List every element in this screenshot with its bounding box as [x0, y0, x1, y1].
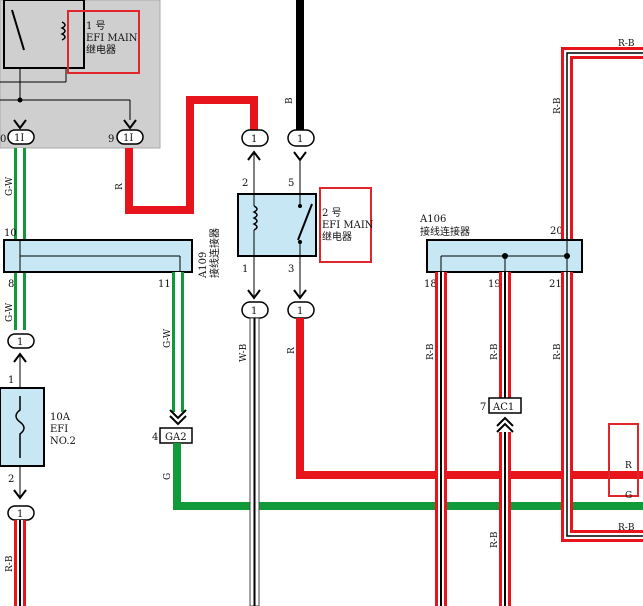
- wire-label-gw-3: G-W: [163, 328, 173, 348]
- wire-label-r-right: R: [625, 461, 632, 471]
- relay-2-body: [237, 193, 317, 257]
- relay-2-switch: [297, 203, 313, 241]
- wire-red-relay2-out: [296, 318, 643, 479]
- connector-relay2-right-bottom-label: 1: [297, 306, 303, 317]
- right-label-highlight-box: [608, 423, 639, 497]
- relay-1-coil-icon: [60, 21, 66, 41]
- wire-label-wb: W-B: [239, 343, 249, 362]
- connector-ga2: GA2: [159, 409, 193, 444]
- connector-a106-bar: [426, 239, 583, 273]
- fuse-body: [0, 387, 45, 467]
- connector-relay2-left-bottom-label: 1: [251, 306, 257, 317]
- connector-a109-bar: [3, 239, 193, 273]
- pin-label-ga2-4: 4: [152, 432, 158, 443]
- wire-rb-left-bottom: [14, 520, 26, 606]
- pin-label-ac1-7: 7: [480, 402, 486, 413]
- connector-a106-name: 接线连接器: [420, 225, 470, 238]
- wire-label-g: G: [163, 473, 173, 480]
- wire-label-rb-2: R-B: [426, 343, 436, 360]
- pin-label-a106-20: 20: [550, 226, 563, 237]
- connector-mid-top-label: 1I: [123, 133, 133, 144]
- connector-mid-top: 1I: [116, 119, 144, 145]
- wire-black-b: [296, 0, 304, 130]
- connector-relay2-left-top: 1: [241, 129, 269, 161]
- connector-ga2-label: GA2: [165, 432, 187, 443]
- pin-label-relay2-5: 5: [288, 178, 294, 189]
- wire-label-rb-top-horizontal: R-B: [618, 39, 635, 49]
- wire-rb-ac1-bottom: [499, 432, 511, 606]
- fuse-rating: 10A: [50, 412, 71, 423]
- relay-2-highlight-box: [319, 187, 372, 263]
- wire-rb-pin19: [499, 272, 511, 398]
- connector-fuse-top: 1: [7, 333, 35, 388]
- wire-label-rb-right-bottom: R-B: [618, 523, 635, 533]
- relay-1-switch: [11, 9, 25, 51]
- relay-1-highlight-box: [67, 10, 140, 74]
- wire-label-rb-ac1-bottom: R-B: [490, 531, 500, 548]
- connector-relay2-right-top: 1: [287, 129, 315, 162]
- wire-rb-pin18: [435, 272, 447, 606]
- connector-left-top-label: 1I: [14, 133, 24, 144]
- relay-1-title-line1: 1 号: [86, 20, 106, 32]
- fuse-icon: [15, 396, 25, 458]
- wire-label-rb-4: R-B: [553, 343, 563, 360]
- connector-left-top: 1I: [7, 119, 35, 145]
- wire-label-gw-1: G-W: [5, 176, 15, 196]
- connector-fuse-top-label: 1: [17, 337, 23, 348]
- pin-label-a106-21: 21: [549, 279, 562, 290]
- pin-label-fuse-2: 2: [8, 474, 14, 485]
- pin-label-fuse-1: 1: [8, 375, 14, 386]
- wire-label-rb-1: R-B: [553, 97, 563, 114]
- relay-2-title-line3: 继电器: [322, 230, 352, 243]
- pin-label-relay2-3: 3: [288, 264, 294, 275]
- connector-ac1: AC1: [488, 397, 522, 433]
- wire-rb-pin21: [561, 272, 643, 542]
- pin-label-a109-8: 8: [8, 279, 14, 290]
- wire-label-b: B: [285, 97, 295, 104]
- pin-label-relay2-2: 2: [242, 178, 248, 189]
- connector-relay2-left-top-label: 1: [251, 134, 257, 145]
- wire-label-r-2: R: [287, 347, 297, 354]
- relay-1-title-line3: 继电器: [86, 43, 116, 56]
- relay-2-title-line2: EFI MAIN: [322, 220, 374, 231]
- fuse-number: NO.2: [50, 436, 76, 447]
- connector-a109-name: 接线连接器: [208, 228, 221, 278]
- wire-label-gw-2: G-W: [5, 302, 15, 322]
- wire-green-bottom: [173, 443, 643, 510]
- relay-2-title-line1: 2 号: [322, 207, 342, 219]
- pin-label-mid-9: 9: [108, 134, 114, 145]
- relay-2-coil-icon: [252, 205, 258, 231]
- wire-red-relay1-to-relay2: [125, 96, 258, 214]
- wire-label-g-right: G: [625, 491, 632, 501]
- relay-1-title-line2: EFI MAIN: [86, 33, 138, 44]
- wire-rb-top: [561, 47, 643, 240]
- fuse-name: EFI: [50, 424, 68, 435]
- pin-label-a109-11: 11: [158, 279, 171, 290]
- connector-a109-code: A109: [198, 252, 209, 279]
- connector-a106-code: A106: [419, 214, 446, 225]
- pin-label-relay2-1: 1: [242, 264, 248, 275]
- connector-ac1-label: AC1: [492, 402, 514, 413]
- wire-gw-to-ga2: [172, 272, 184, 412]
- pin-label-left-top: 0: [0, 134, 6, 145]
- connector-fuse-bottom-label: 1: [17, 509, 23, 520]
- connector-relay2-right-top-label: 1: [297, 134, 303, 145]
- connector-fuse-bottom: 1: [7, 466, 35, 521]
- pin-label-a109-10: 10: [4, 228, 17, 239]
- wire-label-rb-left-bottom: R-B: [5, 555, 15, 572]
- wire-white-black: [249, 317, 260, 606]
- connector-relay2-right-bottom: 1: [287, 289, 315, 319]
- pin-label-a106-18: 18: [424, 279, 437, 290]
- wire-left-gw: [14, 148, 26, 330]
- wire-label-rb-3: R-B: [490, 343, 500, 360]
- pin-label-a106-19: 19: [488, 279, 501, 290]
- connector-relay2-left-bottom: 1: [241, 289, 269, 319]
- wire-label-r-1: R: [115, 183, 125, 190]
